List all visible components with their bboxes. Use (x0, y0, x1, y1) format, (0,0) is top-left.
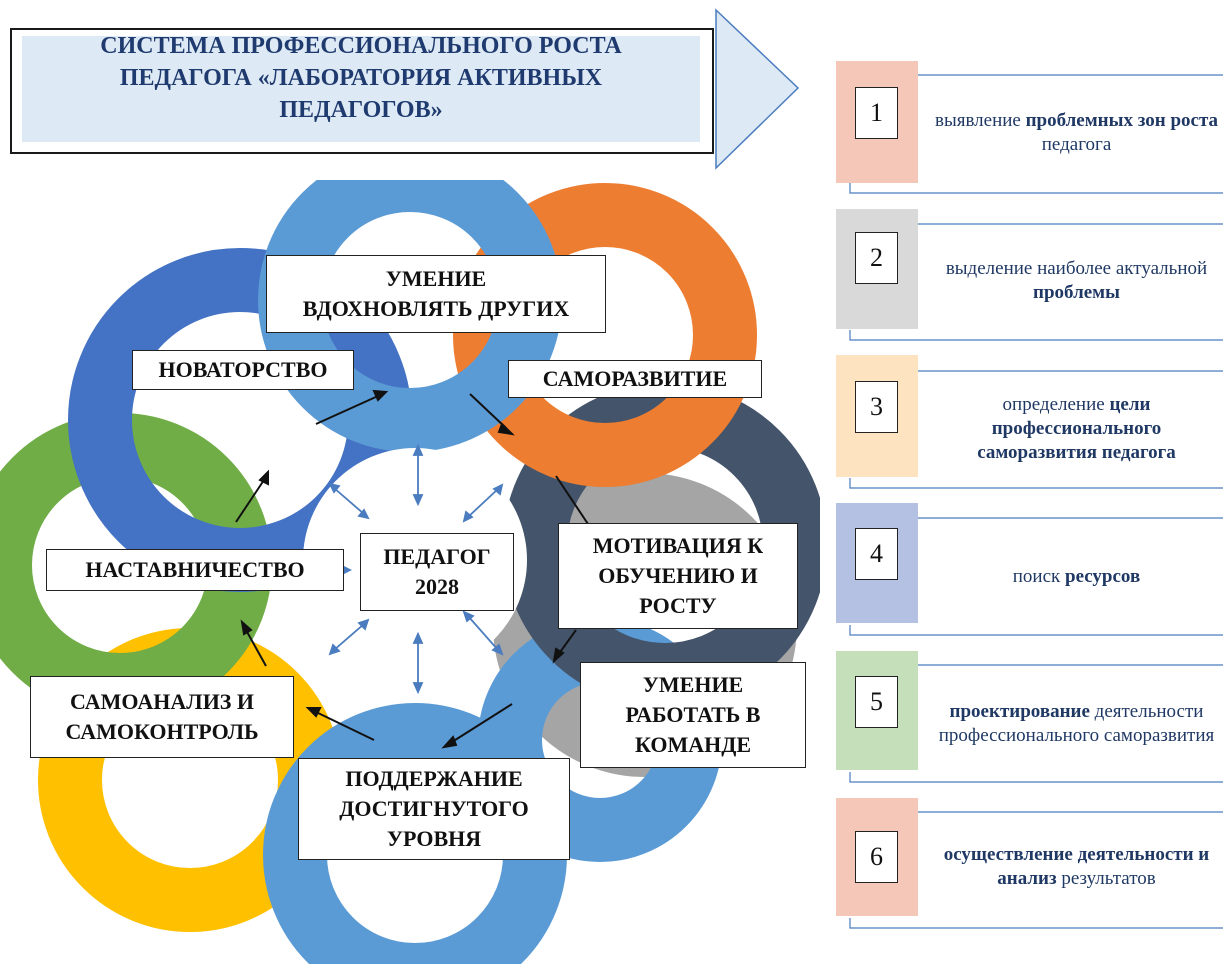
selfanalysis-line2: САМОКОНТРОЛЬ (65, 719, 259, 744)
step-1-text-part: педагога (1041, 134, 1112, 155)
ring-orange (453, 183, 757, 487)
motivation-line2: ОБУЧЕНИЮ И (598, 563, 758, 588)
motivation-line1: МОТИВАЦИЯ К (592, 533, 764, 558)
motivation-line3: РОСТУ (639, 593, 717, 618)
inspire-line2: ВДОХНОВЛЯТЬ ДРУГИХ (302, 296, 570, 321)
step-3-text-part: цели профессионального саморазвития педа… (977, 394, 1176, 463)
center-line1: ПЕДАГОГ (383, 544, 491, 569)
title-banner: СИСТЕМА ПРОФЕССИОНАЛЬНОГО РОСТА ПЕДАГОГА… (10, 28, 714, 154)
box-selfdev: САМОРАЗВИТИЕ (508, 360, 762, 398)
step-2-text: выделение наиболее актуальной проблемы (930, 246, 1223, 316)
step-6-text-part: осуществление деятельности и анализ (943, 844, 1210, 889)
step-1-text-part: выявление (934, 110, 1026, 131)
teamwork-line3: КОМАНДЕ (634, 732, 752, 757)
teamwork-line1: УМЕНИЕ (642, 672, 744, 697)
maintain-line3: УРОВНЯ (386, 826, 482, 851)
step-6-number: 6 (855, 831, 898, 883)
page-title: СИСТЕМА ПРОФЕССИОНАЛЬНОГО РОСТА ПЕДАГОГА… (100, 33, 622, 123)
step-4-text-part: поиск (1012, 566, 1066, 587)
step-5-text-part: проектирование (949, 701, 1090, 722)
step-2-text-part: проблемы (1033, 282, 1120, 303)
step-5-number: 5 (855, 676, 898, 728)
box-selfanalysis: САМОАНАЛИЗ И САМОКОНТРОЛЬ (30, 676, 294, 758)
step-3-text: определение цели профессионального самор… (930, 388, 1223, 470)
step-1-text: выявление проблемных зон роста педагога (930, 98, 1223, 168)
center-line2: 2028 (415, 574, 459, 599)
mentoring-label: НАСТАВНИЧЕСТВО (85, 557, 305, 582)
teamwork-line2: РАБОТАТЬ В (625, 702, 761, 727)
step-2-number: 2 (855, 232, 898, 284)
box-mentoring: НАСТАВНИЧЕСТВО (46, 549, 344, 591)
inspire-line1: УМЕНИЕ (385, 266, 487, 291)
step-4-text-part: ресурсов (1065, 566, 1141, 587)
box-teamwork: УМЕНИЕ РАБОТАТЬ В КОМАНДЕ (580, 662, 806, 768)
step-5-text-part: деятельности профессионального саморазви… (938, 701, 1215, 746)
title-panel: СИСТЕМА ПРОФЕССИОНАЛЬНОГО РОСТА ПЕДАГОГА… (22, 33, 700, 142)
innovation-label: НОВАТОРСТВО (158, 357, 328, 382)
step-6-text-part: результатов (1056, 868, 1156, 889)
step-4-number: 4 (855, 528, 898, 580)
spoke-arrows (328, 443, 504, 695)
step-1-text-part: проблемных зон роста (1025, 110, 1219, 131)
step-1-number: 1 (855, 87, 898, 139)
step-4-text: поиск ресурсов (930, 560, 1223, 594)
title-arrow-icon (715, 8, 800, 170)
step-3-number: 3 (855, 381, 898, 433)
step-2-text-part: выделение наиболее актуальной (945, 258, 1208, 279)
box-innovation: НОВАТОРСТВО (132, 350, 354, 390)
box-center: ПЕДАГОГ 2028 (360, 533, 514, 611)
box-maintain: ПОДДЕРЖАНИЕ ДОСТИГНУТОГО УРОВНЯ (298, 758, 570, 860)
maintain-line1: ПОДДЕРЖАНИЕ (345, 766, 523, 791)
cycle-arrows (235, 389, 589, 749)
maintain-line2: ДОСТИГНУТОГО (339, 796, 529, 821)
step-3-text-part: определение (1002, 394, 1110, 415)
step-6-text: осуществление деятельности и анализ резу… (930, 826, 1223, 908)
selfanalysis-line1: САМОАНАЛИЗ И (69, 689, 255, 714)
selfdev-label: САМОРАЗВИТИЕ (542, 366, 728, 391)
box-motivation: МОТИВАЦИЯ К ОБУЧЕНИЮ И РОСТУ (558, 523, 798, 629)
box-inspire: УМЕНИЕ ВДОХНОВЛЯТЬ ДРУГИХ (266, 255, 606, 333)
step-5-text: проектирование деятельности профессионал… (930, 672, 1223, 776)
